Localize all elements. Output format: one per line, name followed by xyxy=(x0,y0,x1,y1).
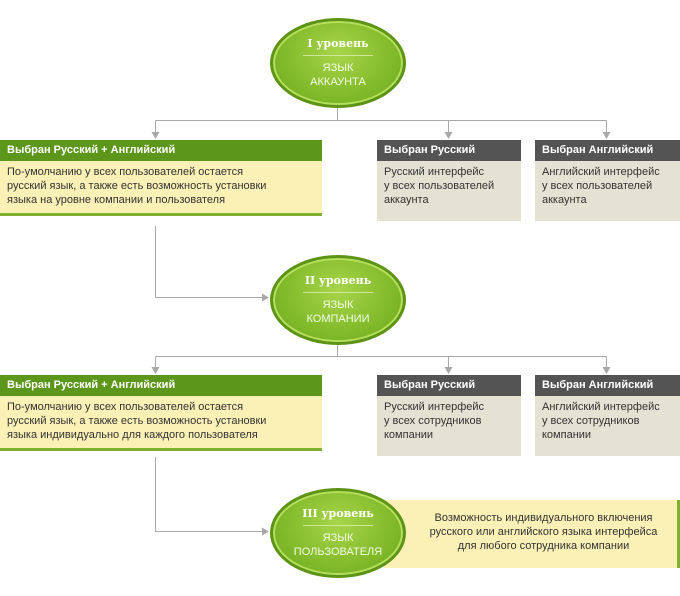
description-line: Русский интерфейс xyxy=(384,401,485,413)
description-line: русский язык, а также есть возможность у… xyxy=(7,180,267,192)
option-title: Выбран Русский xyxy=(377,140,521,161)
company-option-russian-english: Выбран Русский + Английский По-умолчанию… xyxy=(0,375,322,451)
option-description: Английский интерфейс у всех пользователе… xyxy=(535,161,680,221)
company-option-english: Выбран Английский Английский интерфейс у… xyxy=(535,375,680,456)
level-subtitle-line: ПОЛЬЗОВАТЕЛЯ xyxy=(293,546,383,558)
option-description: Русский интерфейс у всех сотрудников ком… xyxy=(377,396,521,456)
level-subtitle-line: ЯЗЫК xyxy=(322,532,354,544)
description-line: у всех сотрудников xyxy=(542,415,640,427)
option-description: Английский интерфейс у всех сотрудников … xyxy=(535,396,680,456)
level-title: III уровень xyxy=(302,507,374,520)
level-subtitle: ЯЗЫК ПОЛЬЗОВАТЕЛЯ xyxy=(273,531,403,559)
user-level-note: Возможность индивидуального включения ру… xyxy=(384,500,680,568)
description-line: Русский интерфейс xyxy=(384,166,485,178)
account-option-russian: Выбран Русский Русский интерфейс у всех … xyxy=(377,140,521,221)
arrowhead-row2-right xyxy=(602,367,611,374)
company-option-russian: Выбран Русский Русский интерфейс у всех … xyxy=(377,375,521,456)
option-title: Выбран Английский xyxy=(535,375,680,396)
description-line: Английский интерфейс xyxy=(542,401,660,413)
connector-to-level2 xyxy=(155,226,262,298)
option-description: По-умолчанию у всех пользователей остает… xyxy=(0,396,322,451)
account-option-russian-english: Выбран Русский + Английский По-умолчанию… xyxy=(0,140,322,216)
description-line: у всех сотрудников xyxy=(384,415,482,427)
option-description: Русский интерфейс у всех пользователей а… xyxy=(377,161,521,221)
level-title: II уровень xyxy=(304,274,372,287)
description-line: компании xyxy=(542,429,592,441)
note-line: для любого сотрудника компании xyxy=(457,540,630,552)
description-line: компании xyxy=(384,429,434,441)
option-description: По-умолчанию у всех пользователей остает… xyxy=(0,161,322,216)
arrowhead-row2-mid xyxy=(444,367,453,374)
description-line: аккаунта xyxy=(384,194,429,206)
level-3-ellipse: III уровень ЯЗЫК ПОЛЬЗОВАТЕЛЯ xyxy=(270,488,406,578)
level-subtitle-line: ЯЗЫК xyxy=(322,299,354,311)
level-subtitle: ЯЗЫК АККАУНТА xyxy=(273,61,403,89)
option-title: Выбран Русский xyxy=(377,375,521,396)
arrowhead-to-level2 xyxy=(262,293,269,302)
note-line: Возможность индивидуального включения xyxy=(434,512,653,524)
arrowhead-row2-left xyxy=(151,367,160,374)
level-divider xyxy=(303,525,373,526)
level-subtitle-line: ЯЗЫК xyxy=(322,62,354,74)
description-line: у всех пользователей xyxy=(542,180,653,192)
arrowhead-row1-right xyxy=(602,132,611,139)
arrowhead-row1-left xyxy=(151,132,160,139)
level-subtitle: ЯЗЫК КОМПАНИИ xyxy=(273,298,403,326)
description-line: русский язык, а также есть возможность у… xyxy=(7,415,267,427)
arrowhead-to-level3 xyxy=(262,527,269,536)
option-title: Выбран Русский + Английский xyxy=(0,375,322,396)
level-subtitle-line: КОМПАНИИ xyxy=(306,313,370,325)
option-title: Выбран Английский xyxy=(535,140,680,161)
level-title: I уровень xyxy=(307,37,369,50)
note-line: русского или английского языка интерфейс… xyxy=(429,526,658,538)
description-line: языка индивидуально для каждого пользова… xyxy=(7,429,258,441)
description-line: аккаунта xyxy=(542,194,587,206)
description-line: у всех пользователей xyxy=(384,180,495,192)
description-line: По-умолчанию у всех пользователей остает… xyxy=(7,401,244,413)
level-2-ellipse: II уровень ЯЗЫК КОМПАНИИ xyxy=(270,255,406,345)
option-title: Выбран Русский + Английский xyxy=(0,140,322,161)
description-line: языка на уровне компании и пользователя xyxy=(7,194,226,206)
arrowhead-row1-mid xyxy=(444,132,453,139)
level-subtitle-line: АККАУНТА xyxy=(310,76,366,88)
account-option-english: Выбран Английский Английский интерфейс у… xyxy=(535,140,680,221)
level-1-ellipse: I уровень ЯЗЫК АККАУНТА xyxy=(270,18,406,108)
description-line: Английский интерфейс xyxy=(542,166,660,178)
level-divider xyxy=(303,292,373,293)
connector-to-level3 xyxy=(155,457,262,532)
description-line: По-умолчанию у всех пользователей остает… xyxy=(7,166,244,178)
level-divider xyxy=(303,55,373,56)
